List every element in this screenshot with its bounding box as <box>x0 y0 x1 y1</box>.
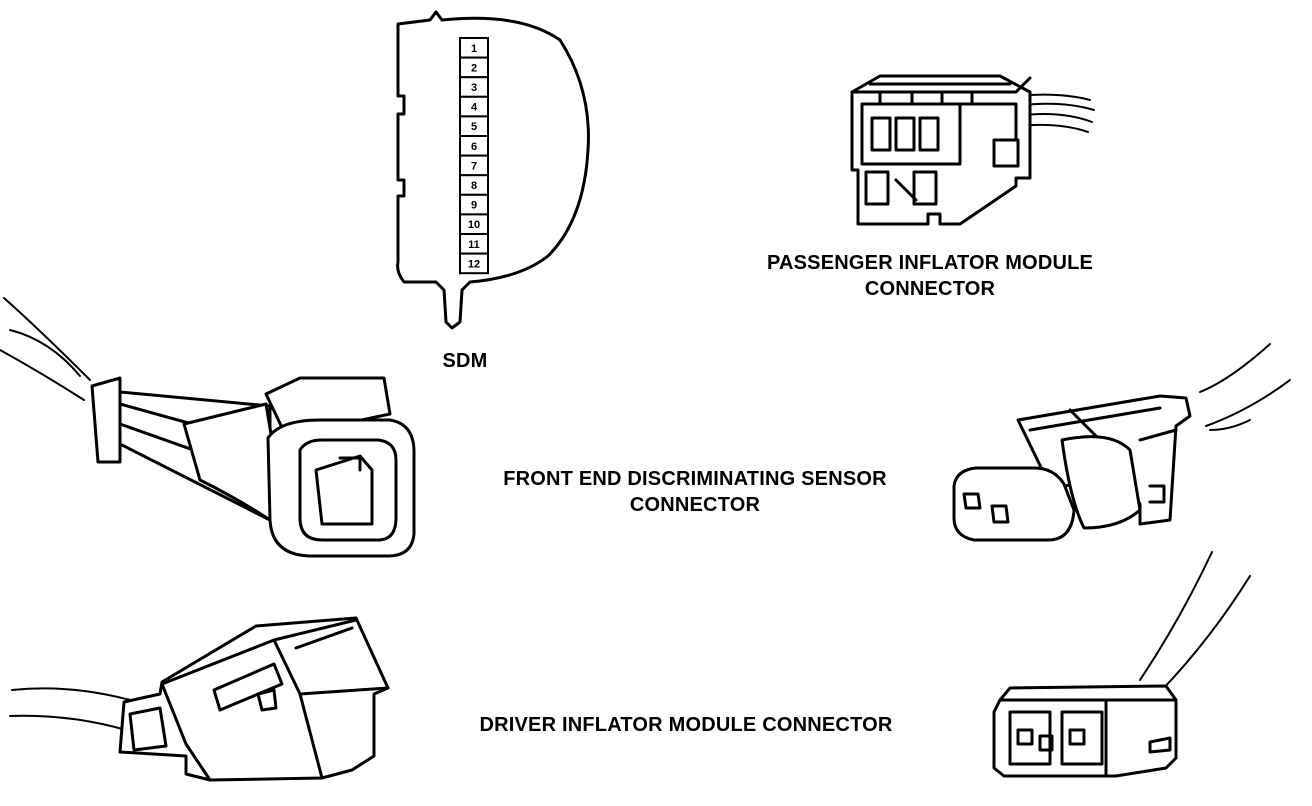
front-sensor-connector-right-drawing <box>952 343 1291 542</box>
sdm-pin-number: 9 <box>471 200 477 212</box>
sdm-pin-number: 12 <box>468 258 480 270</box>
driver-connector-left-drawing <box>9 616 390 782</box>
front-end-sensor-label-line2: CONNECTOR <box>629 494 761 516</box>
passenger-connector-label: PASSENGER INFLATOR MODULE CONNECTOR <box>740 250 1120 302</box>
passenger-connector-drawing <box>850 74 1095 226</box>
sdm-pin-number: 3 <box>471 82 477 94</box>
sdm-pin-number: 2 <box>471 62 477 74</box>
front-end-sensor-label: FRONT END DISCRIMINATING SENSOR CONNECTO… <box>480 466 910 518</box>
driver-connector-right-drawing <box>992 551 1251 778</box>
sdm-pin-number: 4 <box>471 102 478 114</box>
sdm-label: SDM <box>442 350 488 372</box>
sdm-pin-number: 7 <box>471 160 477 172</box>
sdm-pin-number: 10 <box>468 219 480 231</box>
front-sensor-connector-left-drawing <box>0 297 416 558</box>
sdm-pin-number: 11 <box>468 239 480 251</box>
driver-connector-label: DRIVER INFLATOR MODULE CONNECTOR <box>479 714 893 736</box>
sdm-pin-cell <box>459 252 489 275</box>
passenger-connector-label-line2: CONNECTOR <box>864 278 996 300</box>
passenger-connector-label-line1: PASSENGER INFLATOR MODULE <box>766 252 1094 274</box>
sdm-pin-number: 1 <box>471 43 477 55</box>
sdm-pin-number: 8 <box>471 180 477 192</box>
sdm-pin-number: 6 <box>471 141 477 153</box>
sdm-pin-number: 5 <box>471 121 477 133</box>
front-end-sensor-label-line1: FRONT END DISCRIMINATING SENSOR <box>503 468 887 490</box>
